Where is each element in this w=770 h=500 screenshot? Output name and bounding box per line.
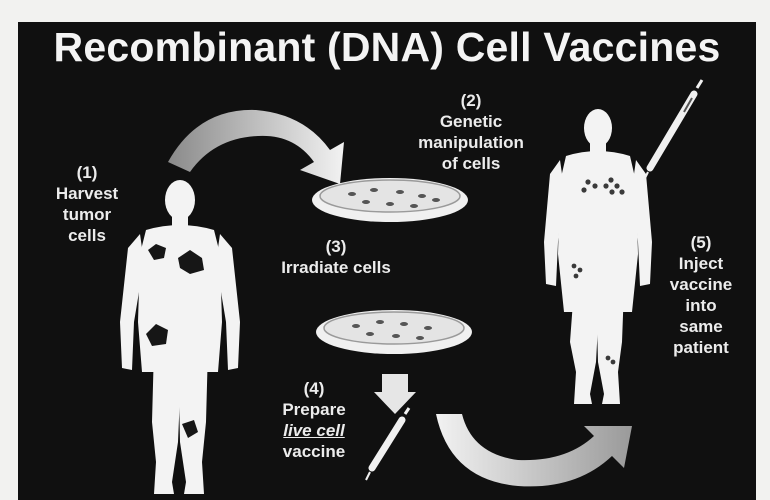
syringe-bottom-icon xyxy=(366,408,409,480)
step-2-line-1: Genetic xyxy=(396,111,546,132)
step-4-line-3: vaccine xyxy=(266,441,362,462)
step-2-label: (2) Genetic manipulation of cells xyxy=(396,90,546,174)
step-4-number: (4) xyxy=(266,378,362,399)
step-4-line-1: Prepare xyxy=(266,399,362,420)
patient-figure-right xyxy=(544,109,652,404)
step-1-line-1: Harvest xyxy=(42,183,132,204)
step-2-number: (2) xyxy=(396,90,546,111)
step-3-line-1: Irradiate cells xyxy=(256,257,416,278)
step-4-label: (4) Prepare live cell vaccine xyxy=(266,378,362,462)
step-5-line-4: same xyxy=(656,316,746,337)
step-5-label: (5) Inject vaccine into same patient xyxy=(656,232,746,358)
step-3-number: (3) xyxy=(256,236,416,257)
step-1-number: (1) xyxy=(42,162,132,183)
step-2-line-2: manipulation xyxy=(396,132,546,153)
petri-dish-top-icon xyxy=(312,178,468,222)
arrow-vaccine-to-patient-icon xyxy=(436,414,632,486)
step-1-line-2: tumor xyxy=(42,204,132,225)
arrow-harvest-to-dish-icon xyxy=(168,110,344,184)
step-5-line-2: vaccine xyxy=(656,274,746,295)
diagram-slide: Recombinant (DNA) Cell Vaccines (1) Harv… xyxy=(18,22,756,500)
step-2-line-3: of cells xyxy=(396,153,546,174)
petri-dish-bottom-icon xyxy=(316,310,472,354)
patient-figure-left xyxy=(120,180,240,494)
step-5-line-3: into xyxy=(656,295,746,316)
step-5-number: (5) xyxy=(656,232,746,253)
step-5-line-5: patient xyxy=(656,337,746,358)
syringe-top-icon xyxy=(644,80,702,180)
step-1-line-3: cells xyxy=(42,225,132,246)
step-4-line-2: live cell xyxy=(266,420,362,441)
step-1-label: (1) Harvest tumor cells xyxy=(42,162,132,246)
diagram-title: Recombinant (DNA) Cell Vaccines xyxy=(18,24,756,71)
step-3-label: (3) Irradiate cells xyxy=(256,236,416,278)
arrow-down-icon xyxy=(374,374,416,414)
step-5-line-1: Inject xyxy=(656,253,746,274)
